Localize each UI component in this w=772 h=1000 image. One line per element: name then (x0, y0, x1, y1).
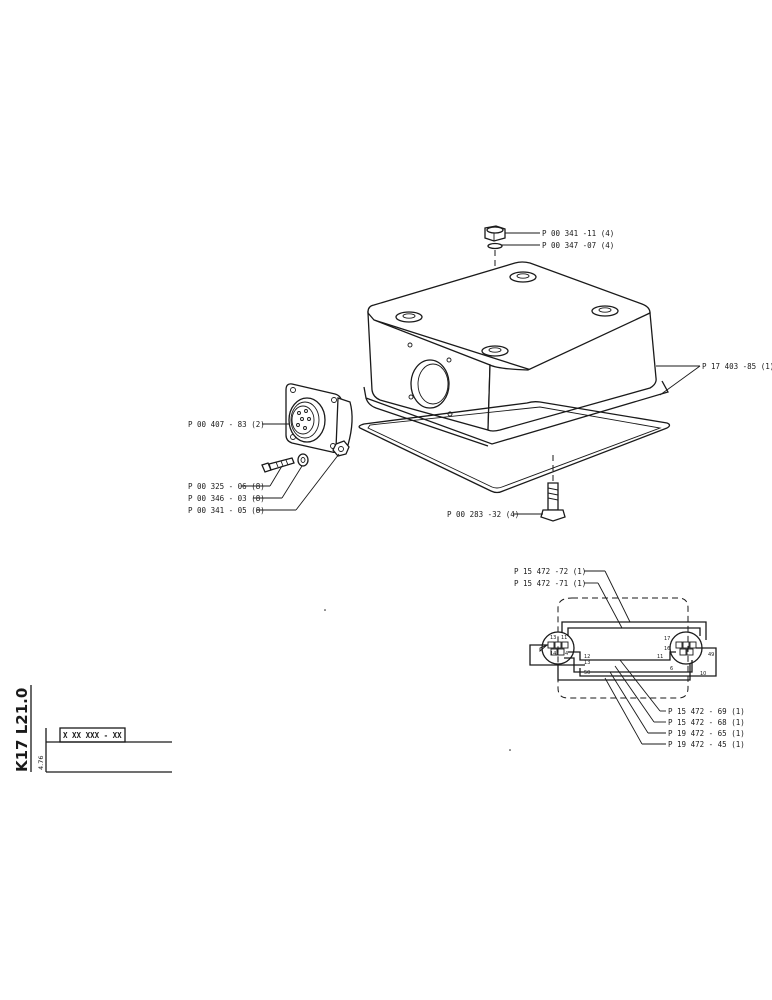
flat-washer-icon (487, 242, 503, 250)
label-spring-washer: P 00 346 - 03 (8) (188, 494, 265, 503)
label-small-nut: P 00 341 - 05 (8) (188, 506, 265, 515)
leader-spring-washer-2 (281, 465, 303, 499)
label-bolt: P 00 283 -32 (4) (447, 510, 519, 519)
label-nut: P 00 341 -11 (4) (542, 229, 614, 238)
leader-wire-71-2 (597, 582, 623, 629)
small-nut-icon (332, 440, 350, 457)
pin-label: 6 (670, 666, 673, 672)
label-screw: P 00 325 - 06 (8) (188, 482, 265, 491)
connector (285, 383, 353, 454)
pin-label: 50 (584, 670, 590, 676)
label-wire-68: P 15 472 - 68 (1) (668, 718, 745, 727)
serial-number: X XX XXX - XX (63, 731, 122, 740)
pin-label: 12 (584, 654, 590, 660)
pin-label: 11 (657, 654, 663, 660)
label-box-cover: P 17 403 -85 (1) (702, 362, 772, 371)
pin-label: 4 (565, 651, 568, 657)
cover-box (363, 261, 669, 447)
leader-wire-68 (614, 665, 655, 723)
pin-label: 17 (664, 636, 670, 642)
leader-box-flange (659, 365, 701, 396)
leader-wire-45 (604, 677, 643, 745)
stray-mark (324, 609, 326, 611)
leader-wire-72-2 (604, 570, 631, 623)
label-washer-top: P 00 347 -07 (4) (542, 241, 614, 250)
leader-small-nut-2 (295, 453, 340, 511)
pin-label: 49 (708, 652, 714, 658)
label-wire-65: P 19 472 - 65 (1) (668, 729, 745, 738)
spring-washer-icon (297, 453, 309, 467)
pin-label: 11 (561, 635, 567, 641)
hex-nut-icon (484, 225, 506, 242)
drawing-code: K17 L21.0 (13, 688, 31, 772)
drawing-date: 4.76 (37, 756, 45, 770)
gasket (358, 401, 671, 494)
label-wire-72: P 15 472 -72 (1) (514, 567, 586, 576)
leader-wire-65 (609, 671, 649, 734)
pin-label: 10 (700, 671, 706, 677)
pin-label: 13 (550, 635, 556, 641)
pin-label: 16 (664, 646, 670, 652)
stray-mark (509, 749, 511, 751)
label-wire-71: P 15 472 -71 (1) (514, 579, 586, 588)
leader-screw-2 (269, 465, 283, 487)
wiring-diagram (529, 597, 717, 699)
label-wire-45: P 19 472 - 45 (1) (668, 740, 745, 749)
title-block (30, 685, 172, 773)
label-wire-69: P 15 472 - 69 (1) (668, 707, 745, 716)
screw-icon (261, 457, 295, 473)
pin-label: 14 (550, 651, 556, 657)
leader-wire-69 (619, 659, 661, 712)
pin-label: 13 (584, 660, 590, 666)
label-connector: P 00 407 - 83 (2) (188, 420, 265, 429)
bolt-icon (540, 482, 566, 522)
